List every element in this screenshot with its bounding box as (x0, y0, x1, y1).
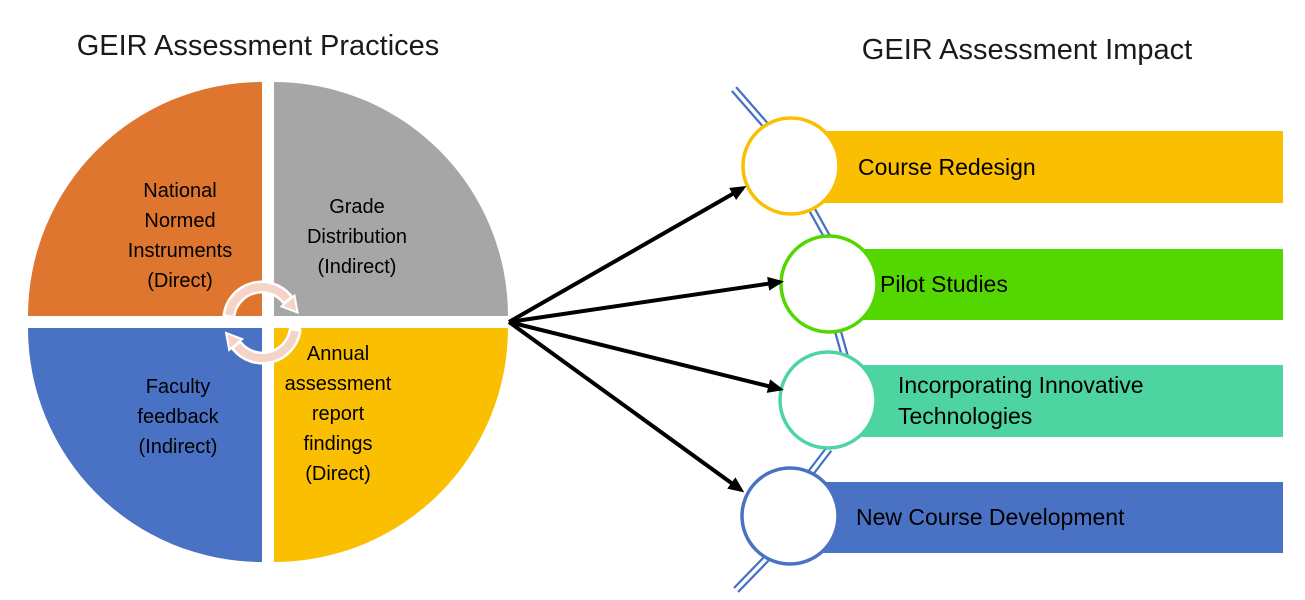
quadrant-national-normed-instruments (28, 82, 262, 316)
cycle-arc-top (225, 283, 291, 316)
impact-bar-new-course-development (806, 482, 1283, 553)
quadrant-annual-assessment-report (274, 328, 508, 562)
cycle-arrowhead-bottom (224, 331, 245, 352)
arrow-to-course-redesign (508, 186, 747, 324)
quadrant-label-annual-assessment-report: Annual assessment report findings (Direc… (284, 343, 392, 485)
quadrant-label-grade-distribution: Grade Distribution (Indirect) (306, 196, 408, 278)
bead-circle-pilot-studies (779, 234, 879, 334)
bead-circle-course-redesign (741, 116, 841, 216)
impact-title: GEIR Assessment Impact (861, 34, 1193, 66)
impact-bar-course-redesign (806, 131, 1283, 203)
quadrant-label-faculty-feedback: Faculty feedback (Indirect) (137, 376, 219, 458)
quadrant-faculty-feedback (28, 328, 262, 562)
connector-arrows (507, 186, 784, 493)
bead-circle-new-course-development (740, 466, 840, 566)
arrow-to-innovative-technologies (508, 320, 784, 393)
arrow-to-pilot-studies (508, 276, 784, 324)
impact-bar-innovative-technologies (806, 365, 1283, 437)
quadrant-grade-distribution (274, 82, 508, 316)
cycle-arc-bottom (233, 330, 299, 363)
impact-label-innovative-technologies: Incorporating Innovative Technologies (898, 372, 1144, 429)
impact-label-course-redesign: Course Redesign (858, 153, 1036, 180)
arrow-to-new-course-development (507, 320, 745, 493)
impact-label-new-course-development: New Course Development (856, 504, 1125, 530)
bead-circle-innovative-technologies (778, 350, 878, 450)
quadrant-label-national-normed-instruments: National Normed Instruments (Direct) (127, 180, 233, 292)
cycle-arrows-icon (222, 280, 302, 365)
impact-label-pilot-studies: Pilot Studies (880, 271, 1008, 297)
cycle-arrowhead-top (279, 293, 299, 315)
impact-bar-pilot-studies (806, 249, 1283, 320)
practices-title: GEIR Assessment Practices (76, 30, 440, 62)
